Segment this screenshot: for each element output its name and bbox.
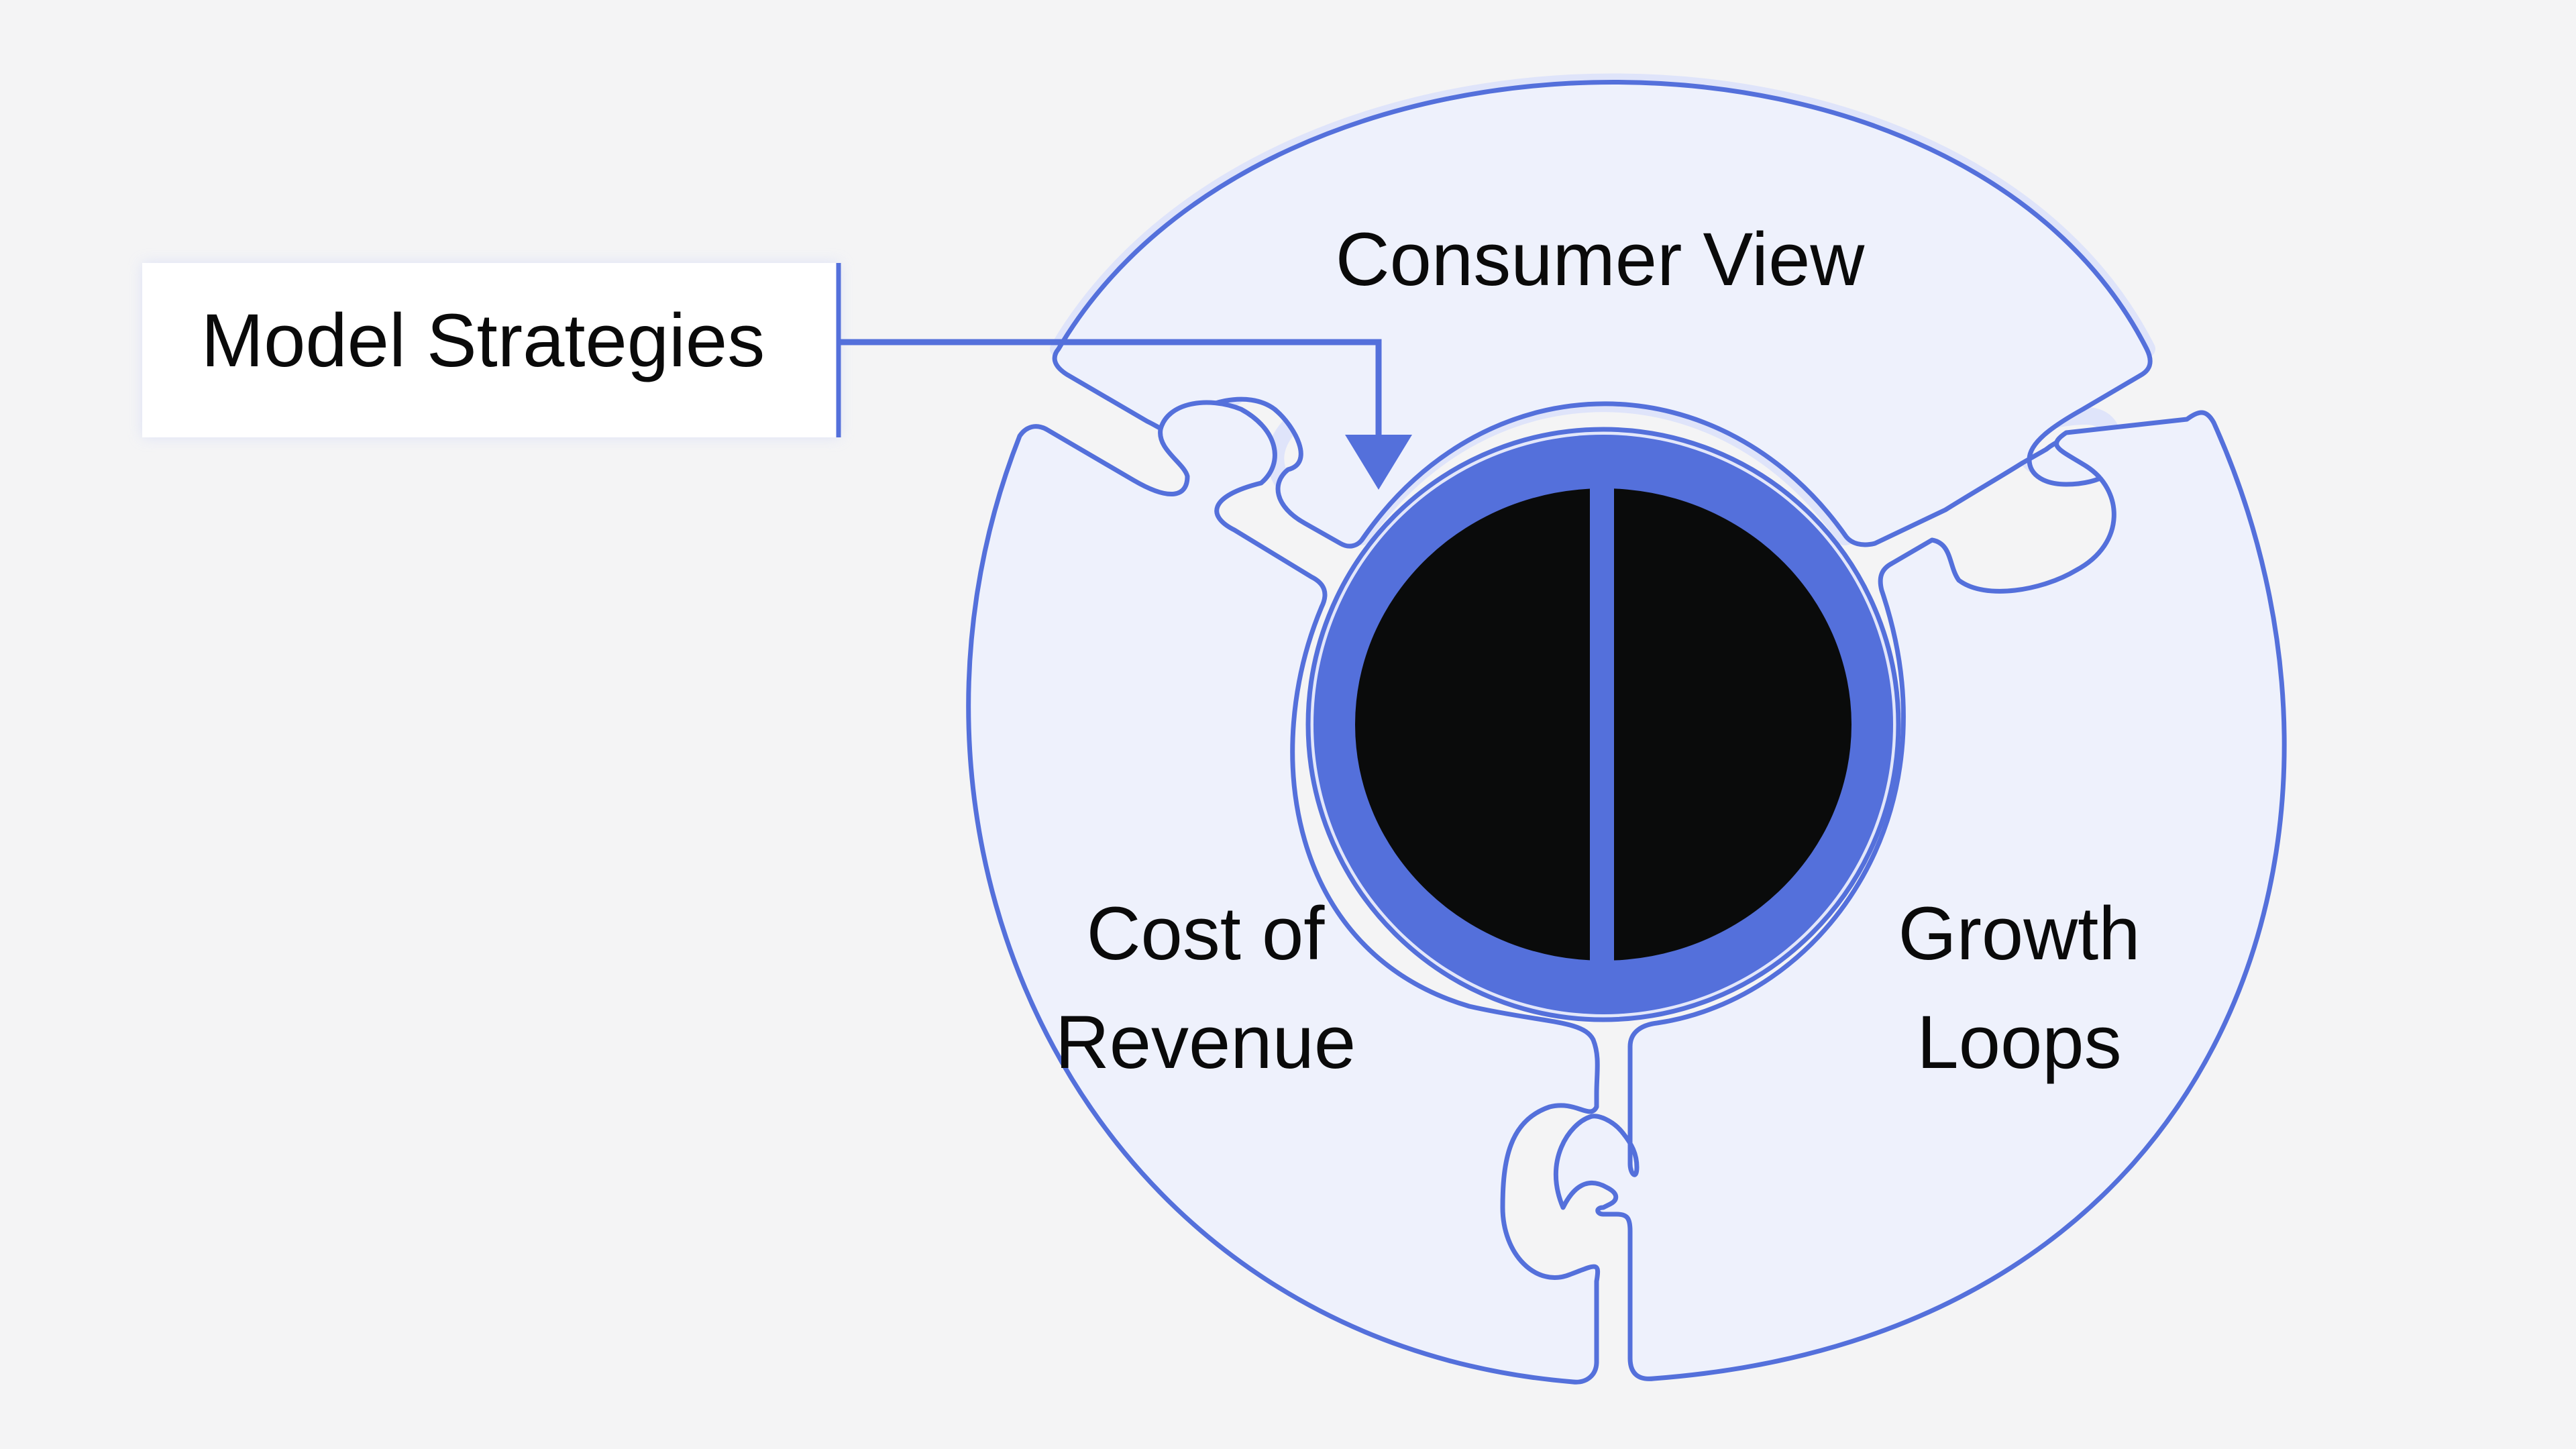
- growth-loops-line-1: Growth: [1898, 892, 2141, 975]
- center-hub: [1305, 427, 1901, 1022]
- arrowhead-icon: [1345, 435, 1412, 490]
- callout-connector-arrow: [839, 339, 1412, 490]
- cost-of-revenue-line-2: Revenue: [1055, 1000, 1356, 1084]
- segment-label-growth-loops: Growth Loops: [1898, 892, 2141, 1084]
- segment-label-cost-of-revenue: Cost of Revenue: [1055, 892, 1356, 1084]
- callout-box: Model Strategies: [142, 263, 841, 437]
- puzzle-piece-growth-loops: [1554, 410, 2287, 1381]
- segment-label-consumer-view: Consumer View: [1336, 217, 1866, 301]
- cost-of-revenue-line-1: Cost of: [1087, 892, 1326, 975]
- callout-label: Model Strategies: [201, 299, 765, 382]
- growth-loops-line-2: Loops: [1917, 1000, 2121, 1084]
- core-divider: [1590, 483, 1614, 966]
- puzzle-piece-cost-of-revenue: [966, 400, 1601, 1385]
- puzzle-piece-consumer-view: [1050, 73, 2155, 549]
